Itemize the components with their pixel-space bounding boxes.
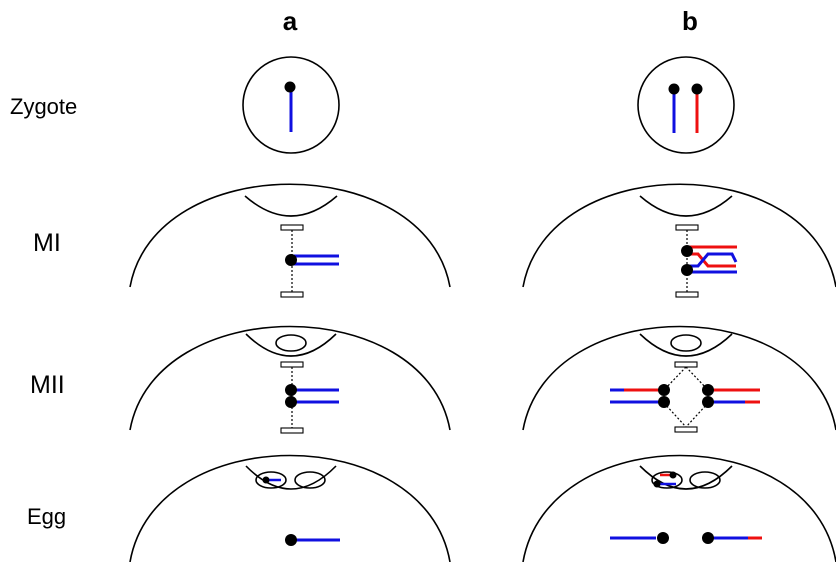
row-label-mi: MI	[33, 229, 61, 257]
polar-body-2	[689, 471, 721, 489]
polar-body-1	[255, 471, 287, 489]
centromere	[653, 480, 661, 488]
zygote-cell-a	[242, 56, 340, 154]
row-label-zygote: Zygote	[10, 94, 77, 119]
maternal-chromatid	[688, 252, 738, 268]
centromere	[284, 81, 296, 93]
polar-body-1	[651, 471, 683, 489]
egg-b	[522, 454, 836, 562]
centromere	[691, 83, 703, 95]
egg-a	[129, 454, 451, 562]
oocyte-outline	[522, 183, 836, 288]
zygote-b	[637, 56, 735, 154]
spindle	[663, 402, 709, 428]
centromere	[702, 396, 714, 408]
polar-region	[639, 333, 733, 357]
zygote-cell-b	[637, 56, 735, 154]
centromere	[681, 264, 693, 276]
centromere	[681, 245, 693, 257]
row-label-egg: Egg	[27, 504, 66, 529]
column-header-b: b	[682, 6, 698, 36]
centromere	[657, 532, 669, 544]
spindle-pole	[674, 426, 698, 433]
column-header-a: a	[283, 6, 298, 36]
centromere	[285, 254, 297, 266]
zygote-a	[242, 56, 340, 154]
oocyte-outline	[129, 454, 451, 562]
centromere	[669, 471, 677, 479]
spindle-pole	[280, 427, 304, 434]
centromere	[702, 384, 714, 396]
centromere	[285, 534, 297, 546]
centromere	[285, 384, 297, 396]
polar-region	[245, 333, 337, 357]
centromere	[658, 384, 670, 396]
oocyte-outline	[129, 325, 451, 431]
spindle-pole	[674, 361, 698, 368]
spindle-pole	[280, 224, 304, 231]
polar-body-2	[294, 471, 326, 489]
polar-region	[244, 195, 338, 217]
mi-a	[129, 183, 451, 298]
oocyte-outline	[522, 325, 836, 431]
spindle-pole	[280, 291, 304, 298]
spindle-pole	[675, 291, 699, 298]
spindle	[663, 366, 709, 391]
centromere	[702, 532, 714, 544]
polar-region	[245, 465, 337, 490]
mii-a	[129, 325, 451, 434]
centromere	[668, 83, 680, 95]
centromere	[658, 396, 670, 408]
polar-region	[639, 465, 733, 490]
mi-b	[522, 183, 836, 298]
centromere	[262, 476, 270, 484]
row-label-mii: MII	[30, 371, 65, 399]
mii-b	[522, 325, 836, 433]
paternal-chromatid	[688, 252, 736, 268]
centromere	[285, 396, 297, 408]
spindle-pole	[675, 224, 699, 231]
oocyte-outline	[129, 183, 451, 288]
spindle-pole	[280, 361, 304, 368]
polar-body	[275, 334, 307, 352]
polar-region	[639, 195, 733, 217]
oocyte-outline	[522, 454, 836, 562]
polar-body	[670, 334, 702, 352]
